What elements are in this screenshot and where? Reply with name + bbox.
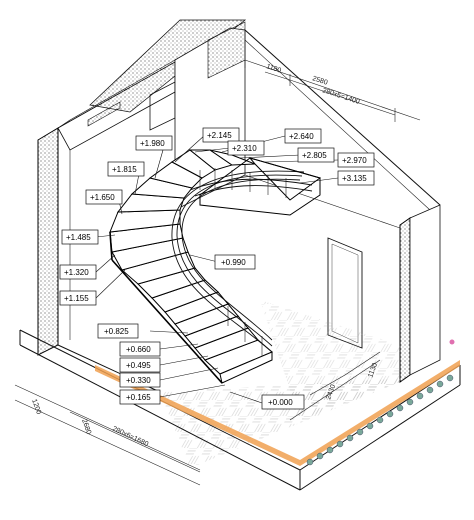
- elevation-label-e6: +0.990: [214, 254, 256, 270]
- elevation-label-e7: +1.155: [59, 290, 97, 306]
- dim-1180: 1180: [265, 63, 282, 74]
- elevation-text: +0.165: [126, 393, 151, 402]
- dim-1130: 1130: [367, 362, 379, 379]
- dim-280x5: 280x5=1400: [321, 87, 360, 106]
- elevation-label-e17: +2.970: [337, 152, 375, 168]
- elevation-label-e3: +0.495: [119, 357, 161, 373]
- elevation-label-e18: +3.135: [337, 170, 375, 186]
- elevation-text: +0.495: [126, 361, 151, 370]
- handrail-posts: [199, 168, 287, 356]
- elevation-text: +2.805: [302, 151, 327, 160]
- dimension-lines: [14, 55, 421, 486]
- elevation-label-e5: +0.825: [97, 323, 139, 339]
- elevation-label-e9: +1.485: [61, 229, 99, 245]
- elevation-label-e11: +1.815: [107, 161, 145, 177]
- elevation-text: +0.825: [104, 327, 129, 336]
- elevation-text: +0.990: [221, 258, 246, 267]
- elevation-text: +1.815: [112, 165, 137, 174]
- elevation-label-e13: +2.145: [202, 127, 240, 143]
- elevation-label-e2: +0.330: [119, 372, 161, 388]
- elevation-label-e0: +0.000: [261, 394, 305, 410]
- elevation-text: +3.135: [342, 174, 367, 183]
- elevation-text: +2.310: [232, 144, 257, 153]
- staircase: [109, 149, 322, 384]
- elevation-text: +1.485: [66, 233, 91, 242]
- elevation-text: +1.650: [90, 193, 115, 202]
- elevation-label-e15: +2.640: [284, 128, 322, 144]
- elevation-label-e14: +2.310: [227, 140, 265, 156]
- elevation-label-e1: +0.165: [119, 389, 161, 405]
- elevation-label-e10: +1.650: [85, 189, 123, 205]
- elevation-text: +0.000: [268, 398, 293, 407]
- elevation-label-e8: +1.320: [59, 264, 97, 280]
- dim-2580: 2580: [311, 75, 328, 87]
- elevation-text: +1.980: [140, 139, 165, 148]
- right-wall: [244, 174, 441, 383]
- stair-treads: [109, 149, 322, 375]
- elevation-text: +1.320: [64, 268, 89, 277]
- elevation-label-e12: +1.980: [135, 135, 173, 151]
- dim-1200: 1200: [30, 398, 42, 415]
- dim-280x6: 280x6=1680: [111, 425, 149, 448]
- elevation-label-e16: +2.805: [297, 147, 335, 163]
- dim-2430: 2430: [325, 384, 337, 401]
- landing-platform: [199, 157, 321, 216]
- elevation-text: +0.660: [126, 345, 151, 354]
- elevation-text: +2.145: [207, 131, 232, 140]
- elevation-text: +2.640: [289, 132, 314, 141]
- stair-stringer: [109, 231, 273, 384]
- elevation-text: +1.155: [64, 294, 89, 303]
- elevation-label-e4: +0.660: [119, 341, 161, 357]
- floor: [19, 300, 461, 491]
- elevation-text: +0.330: [126, 376, 151, 385]
- elevation-text: +2.970: [342, 156, 367, 165]
- dim-2680: 2680: [80, 418, 92, 435]
